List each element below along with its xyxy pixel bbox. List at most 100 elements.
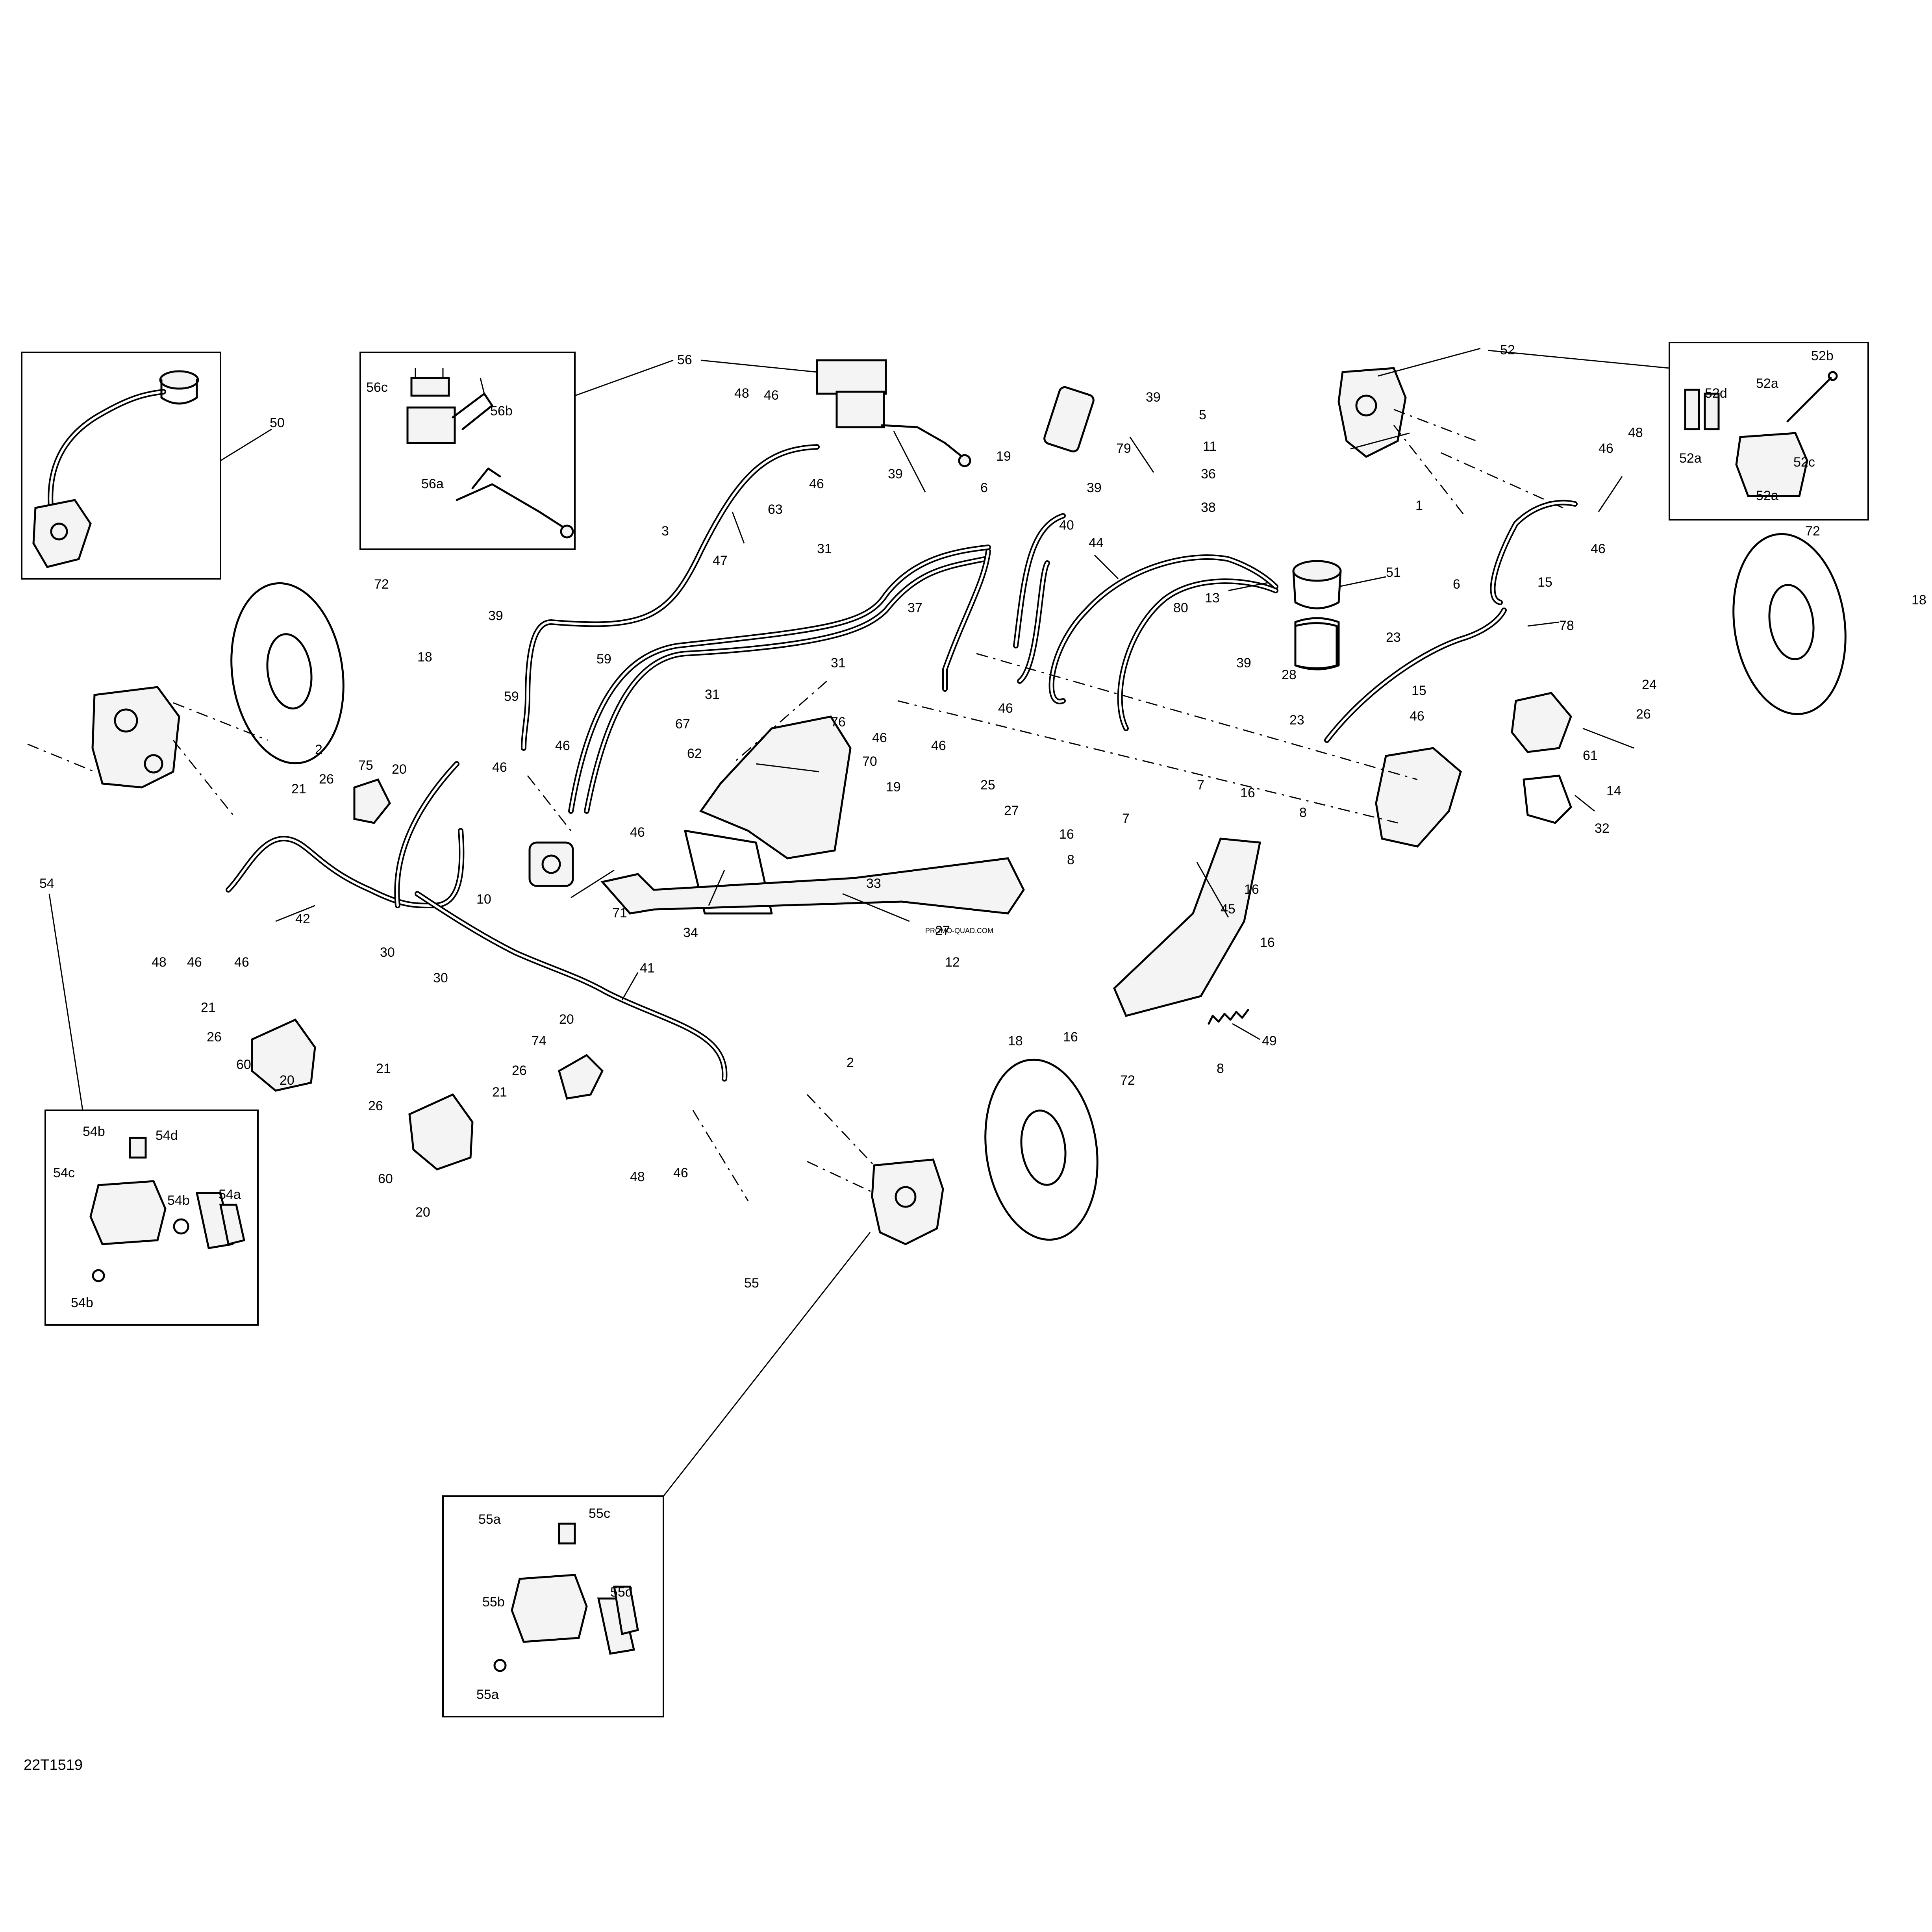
label-16: 16 [1244, 882, 1259, 897]
label-52c: 52c [1793, 455, 1815, 470]
label-31: 31 [817, 541, 832, 556]
label-67: 67 [675, 717, 690, 732]
assembly-lines [27, 409, 1563, 1201]
brake-disc-front-left [230, 582, 345, 765]
label-46: 46 [1591, 541, 1606, 556]
label-20: 20 [392, 762, 407, 777]
brake-pedal [600, 857, 1025, 915]
label-59: 59 [596, 652, 611, 667]
label-54b: 54b [83, 1124, 105, 1139]
abs-bracket [699, 715, 852, 859]
brake-lines [226, 444, 1578, 1082]
label-36: 36 [1201, 467, 1216, 482]
label-74: 74 [532, 1034, 546, 1048]
label-20: 20 [559, 1012, 574, 1027]
label-71: 71 [612, 906, 627, 921]
diagram-id: 22T1519 [24, 1757, 83, 1773]
label-39: 39 [488, 608, 503, 623]
label-28: 28 [1282, 667, 1297, 682]
label-21: 21 [376, 1061, 391, 1076]
label-39: 39 [1146, 390, 1161, 405]
label-55c: 55c [589, 1506, 610, 1521]
label-54b: 54b [71, 1295, 93, 1310]
label-16: 16 [1063, 1030, 1078, 1045]
inset-50-master-cylinder-assembly [21, 352, 221, 580]
label-72: 72 [1805, 524, 1820, 539]
label-19: 19 [996, 449, 1011, 464]
label-18: 18 [1008, 1034, 1023, 1048]
label-54c: 54c [53, 1165, 75, 1180]
label-21: 21 [291, 782, 306, 797]
label-32: 32 [1595, 821, 1610, 836]
label-27: 27 [1004, 803, 1019, 818]
label-47: 47 [713, 553, 728, 568]
label-46: 46 [492, 760, 507, 775]
gasket-32 [1523, 774, 1572, 824]
label-46: 46 [998, 701, 1013, 716]
label-76: 76 [831, 715, 846, 730]
label-72: 72 [374, 577, 389, 592]
label-15: 15 [1411, 683, 1426, 698]
label-14: 14 [1606, 784, 1621, 798]
distribution-valve-71 [528, 841, 574, 887]
label-80: 80 [1173, 600, 1188, 615]
footrest-bracket [1113, 837, 1261, 1017]
label-41: 41 [640, 961, 655, 976]
inset-52-rear-caliper-parts [1669, 342, 1869, 521]
label-25: 25 [980, 778, 995, 793]
label-1: 1 [1415, 498, 1423, 513]
label-8: 8 [1299, 805, 1307, 820]
label-21: 21 [201, 1000, 216, 1015]
label-42: 42 [295, 911, 310, 926]
label-3: 3 [661, 524, 669, 539]
label-30: 30 [433, 971, 448, 985]
label-23: 23 [1289, 713, 1304, 728]
label-39: 39 [888, 467, 903, 482]
label-18: 18 [1912, 593, 1926, 608]
tube-79 [1043, 386, 1095, 453]
label-26: 26 [319, 772, 334, 787]
label-26: 26 [1636, 707, 1651, 722]
inset-55-front-caliper-parts [442, 1495, 664, 1717]
label-5: 5 [1199, 408, 1206, 422]
label-7: 7 [1197, 778, 1204, 793]
label-39: 39 [1087, 480, 1102, 495]
label-52a: 52a [1756, 488, 1778, 503]
label-26: 26 [368, 1098, 383, 1113]
label-11: 11 [1203, 439, 1217, 454]
label-26: 26 [207, 1030, 222, 1045]
label-46: 46 [1410, 709, 1424, 724]
label-6: 6 [1453, 577, 1460, 592]
inset-54-front-caliper-parts [44, 1110, 259, 1326]
label-72: 72 [1120, 1073, 1135, 1088]
label-46: 46 [764, 388, 779, 403]
label-15: 15 [1537, 575, 1552, 590]
label-12: 12 [945, 955, 960, 970]
label-54b: 54b [167, 1193, 190, 1208]
label-49: 49 [1262, 1034, 1277, 1048]
label-31: 31 [705, 687, 720, 702]
label-18: 18 [417, 650, 432, 665]
label-56c: 56c [366, 380, 388, 395]
label-8: 8 [1217, 1061, 1224, 1076]
label-78: 78 [1559, 618, 1574, 633]
label-46: 46 [630, 825, 645, 840]
label-16: 16 [1059, 827, 1074, 842]
label-2: 2 [847, 1055, 854, 1070]
label-59: 59 [504, 689, 519, 704]
label-70: 70 [862, 754, 877, 769]
label-55b: 55b [482, 1595, 505, 1610]
label-21: 21 [492, 1085, 507, 1100]
label-20: 20 [415, 1205, 430, 1220]
label-46: 46 [872, 730, 887, 745]
label-46: 46 [555, 738, 570, 753]
label-52b: 52b [1811, 348, 1834, 363]
rear-master-cylinder-reservoir [1292, 560, 1342, 669]
label-56: 56 [677, 352, 692, 367]
watermark: PROMO-QUAD.COM [925, 927, 993, 935]
label-48: 48 [1628, 425, 1643, 440]
label-55d: 55d [610, 1585, 633, 1600]
label-37: 37 [908, 600, 922, 615]
label-27: 27 [935, 923, 950, 938]
